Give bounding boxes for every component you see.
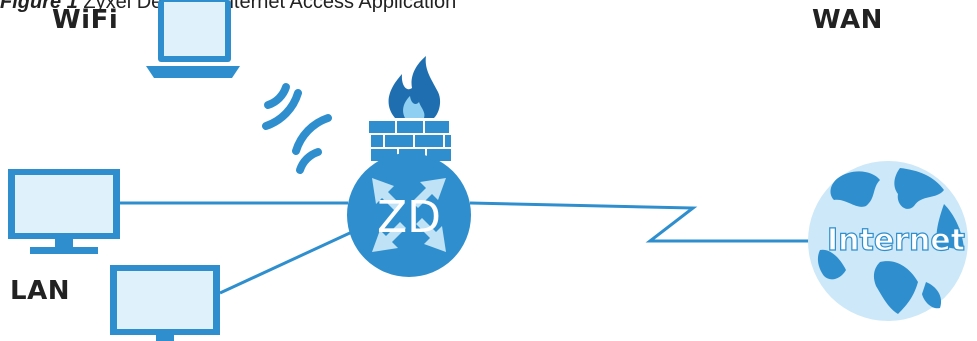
internet-label: Internet: [827, 223, 965, 258]
router-label: ZD: [377, 192, 441, 243]
globe-icon: Internet: [808, 161, 968, 321]
lan-link-bottom: [219, 230, 353, 295]
monitor-icon-2: [110, 265, 220, 341]
router-icon: ZD: [347, 153, 471, 277]
figure-number: Figure 1: [0, 0, 78, 13]
wan-label: WAN: [812, 5, 883, 35]
firewall-icon: [367, 56, 453, 163]
lan-label: LAN: [10, 276, 70, 306]
laptop-icon: [146, 0, 240, 78]
monitor-icon: [8, 169, 120, 254]
wan-link: [469, 201, 810, 243]
wifi-label: WiFi: [52, 5, 119, 35]
connections: [120, 201, 810, 295]
wifi-signal-icon: [262, 83, 332, 174]
